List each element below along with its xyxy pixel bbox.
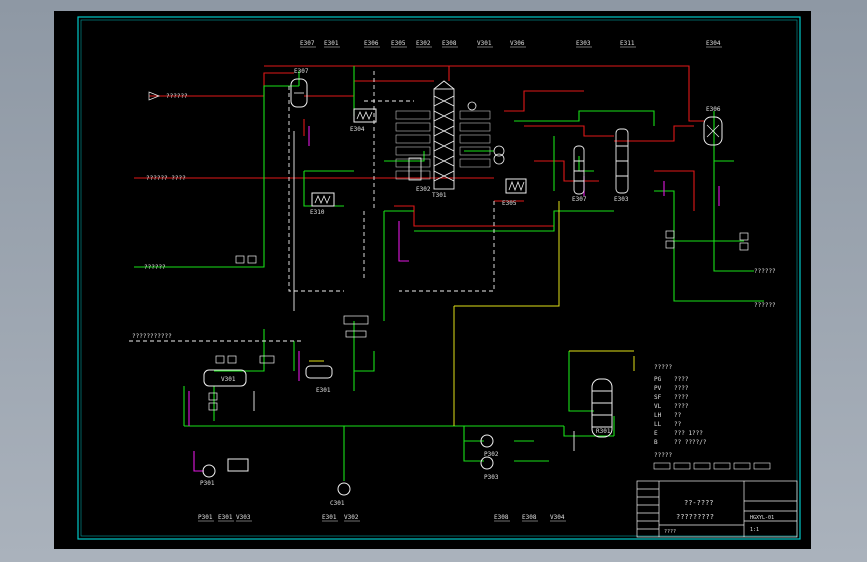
equipment-tag: E305 [391, 40, 406, 47]
title-scale: 1:1 [750, 527, 759, 533]
title-line1: ??-???? [684, 499, 714, 507]
legend-text: ?? [674, 421, 682, 428]
label-pump-a: P301 [200, 480, 215, 487]
label-column-main: T301 [432, 192, 447, 199]
stream-out-right-a: ?????? [754, 268, 776, 275]
equipment-tag: V303 [236, 514, 251, 521]
label-compressor: C301 [330, 500, 345, 507]
equipment-tag: E306 [364, 40, 379, 47]
reactor-r301[interactable] [591, 378, 613, 438]
equipment-tag: E308 [442, 40, 457, 47]
equipment-tag: E304 [706, 40, 721, 47]
compressor-c301[interactable] [337, 482, 351, 496]
legend-title: ????? [654, 364, 672, 371]
tray-panel [395, 110, 491, 180]
instrument-bubble[interactable] [493, 145, 505, 157]
instrument-bubble[interactable] [493, 153, 505, 165]
legend-code: VL [654, 403, 662, 410]
equipment-tag: V304 [550, 514, 565, 521]
column-e303[interactable] [615, 128, 629, 194]
equipment-tag: E302 [416, 40, 431, 47]
title-company: ???? [664, 529, 676, 535]
legend-text: ?? ????/? [674, 439, 707, 446]
note-left: ??????????? [132, 333, 172, 340]
legend-text: ?? [674, 412, 682, 419]
equipment-tag: V302 [344, 514, 359, 521]
stream-in-mid-left: ?????? ???? [146, 175, 186, 182]
legend-code: SF [654, 394, 662, 401]
exchanger-e305[interactable] [505, 178, 527, 194]
top-equipment-tags: E307 E301 E306 E305 E302 E308 V301 V306 E303 E311… [300, 40, 722, 48]
equipment-tag: E301 [322, 514, 337, 521]
instrument-bubble[interactable] [467, 101, 477, 111]
reboiler-e310[interactable] [311, 192, 335, 207]
label-pump-d: P303 [484, 474, 499, 481]
legend-code: LH [654, 412, 662, 419]
drum-e307[interactable] [290, 78, 308, 108]
stream-out-bottom-left: ?????? [144, 264, 166, 271]
legend: ????? PG???? PV???? SF???? VL???? LH?? LL?? E?… [653, 364, 771, 470]
column-e307-small[interactable] [573, 145, 585, 195]
white-utility-lines [253, 131, 575, 451]
legend-text: ??? 1??? [674, 430, 703, 437]
label-top-left-drum: E307 [294, 68, 309, 75]
equipment-tag: V301 [477, 40, 492, 47]
legend-code: LL [654, 421, 662, 428]
legend-code: E [654, 430, 658, 437]
column-e302[interactable] [408, 157, 422, 181]
legend-code: PG [654, 376, 662, 383]
equipment-tag: E301 [324, 40, 339, 47]
equipment-tag: E311 [620, 40, 635, 47]
exchanger-e301[interactable] [305, 365, 333, 379]
label-column-right: E303 [614, 196, 629, 203]
legend-text: ???? [674, 403, 689, 410]
label-exchanger-right: E305 [502, 200, 517, 207]
pump-p303[interactable] [480, 456, 494, 470]
title-line2: ????????? [676, 513, 714, 521]
label-reboiler-b: E310 [310, 209, 325, 216]
stream-in-top-left: ?????? [166, 93, 188, 100]
legend-text: ???? [674, 394, 689, 401]
pump-p302[interactable] [480, 434, 494, 448]
legend-code: B [654, 439, 658, 446]
legend-code: PV [654, 385, 662, 392]
vessel-v302[interactable] [227, 458, 249, 472]
tank-v301[interactable] [203, 369, 247, 387]
label-exchanger-mid: E301 [316, 387, 331, 394]
reboiler-e304[interactable] [353, 108, 377, 123]
pump-p301[interactable] [202, 464, 216, 478]
legend-text: ???? [674, 385, 689, 392]
title-drawing-no: HGXYL-01 [750, 515, 774, 521]
drawing-border [77, 16, 801, 540]
label-column-small: E307 [572, 196, 587, 203]
drawing-inner-border [80, 19, 798, 537]
legend-text: ???? [674, 376, 689, 383]
column-t301[interactable] [433, 80, 455, 190]
title-block[interactable] [636, 480, 798, 538]
label-reboiler-a: E304 [350, 126, 365, 133]
drum-e306[interactable] [703, 116, 723, 146]
label-column-mid: E302 [416, 186, 431, 193]
equipment-tag: E301 [218, 514, 233, 521]
stream-out-right-b: ?????? [754, 302, 776, 309]
equipment-tag: E303 [576, 40, 591, 47]
label-reactor: R301 [596, 428, 611, 435]
yellow-process-lines [309, 201, 635, 426]
valve-markers [208, 230, 749, 411]
label-tank-left: V301 [221, 376, 236, 383]
white-signal-lines [129, 71, 495, 342]
equipment-tag: E308 [494, 514, 509, 521]
legend-footer: ????? [654, 452, 672, 459]
stream-arrow [148, 91, 160, 101]
label-pump-c: P302 [484, 451, 499, 458]
equipment-tag: P301 [198, 514, 213, 521]
equipment-tag: V306 [510, 40, 525, 47]
equipment-tag: E307 [300, 40, 315, 47]
label-drum-far-right: E306 [706, 106, 721, 113]
equipment-tag: E308 [522, 514, 537, 521]
